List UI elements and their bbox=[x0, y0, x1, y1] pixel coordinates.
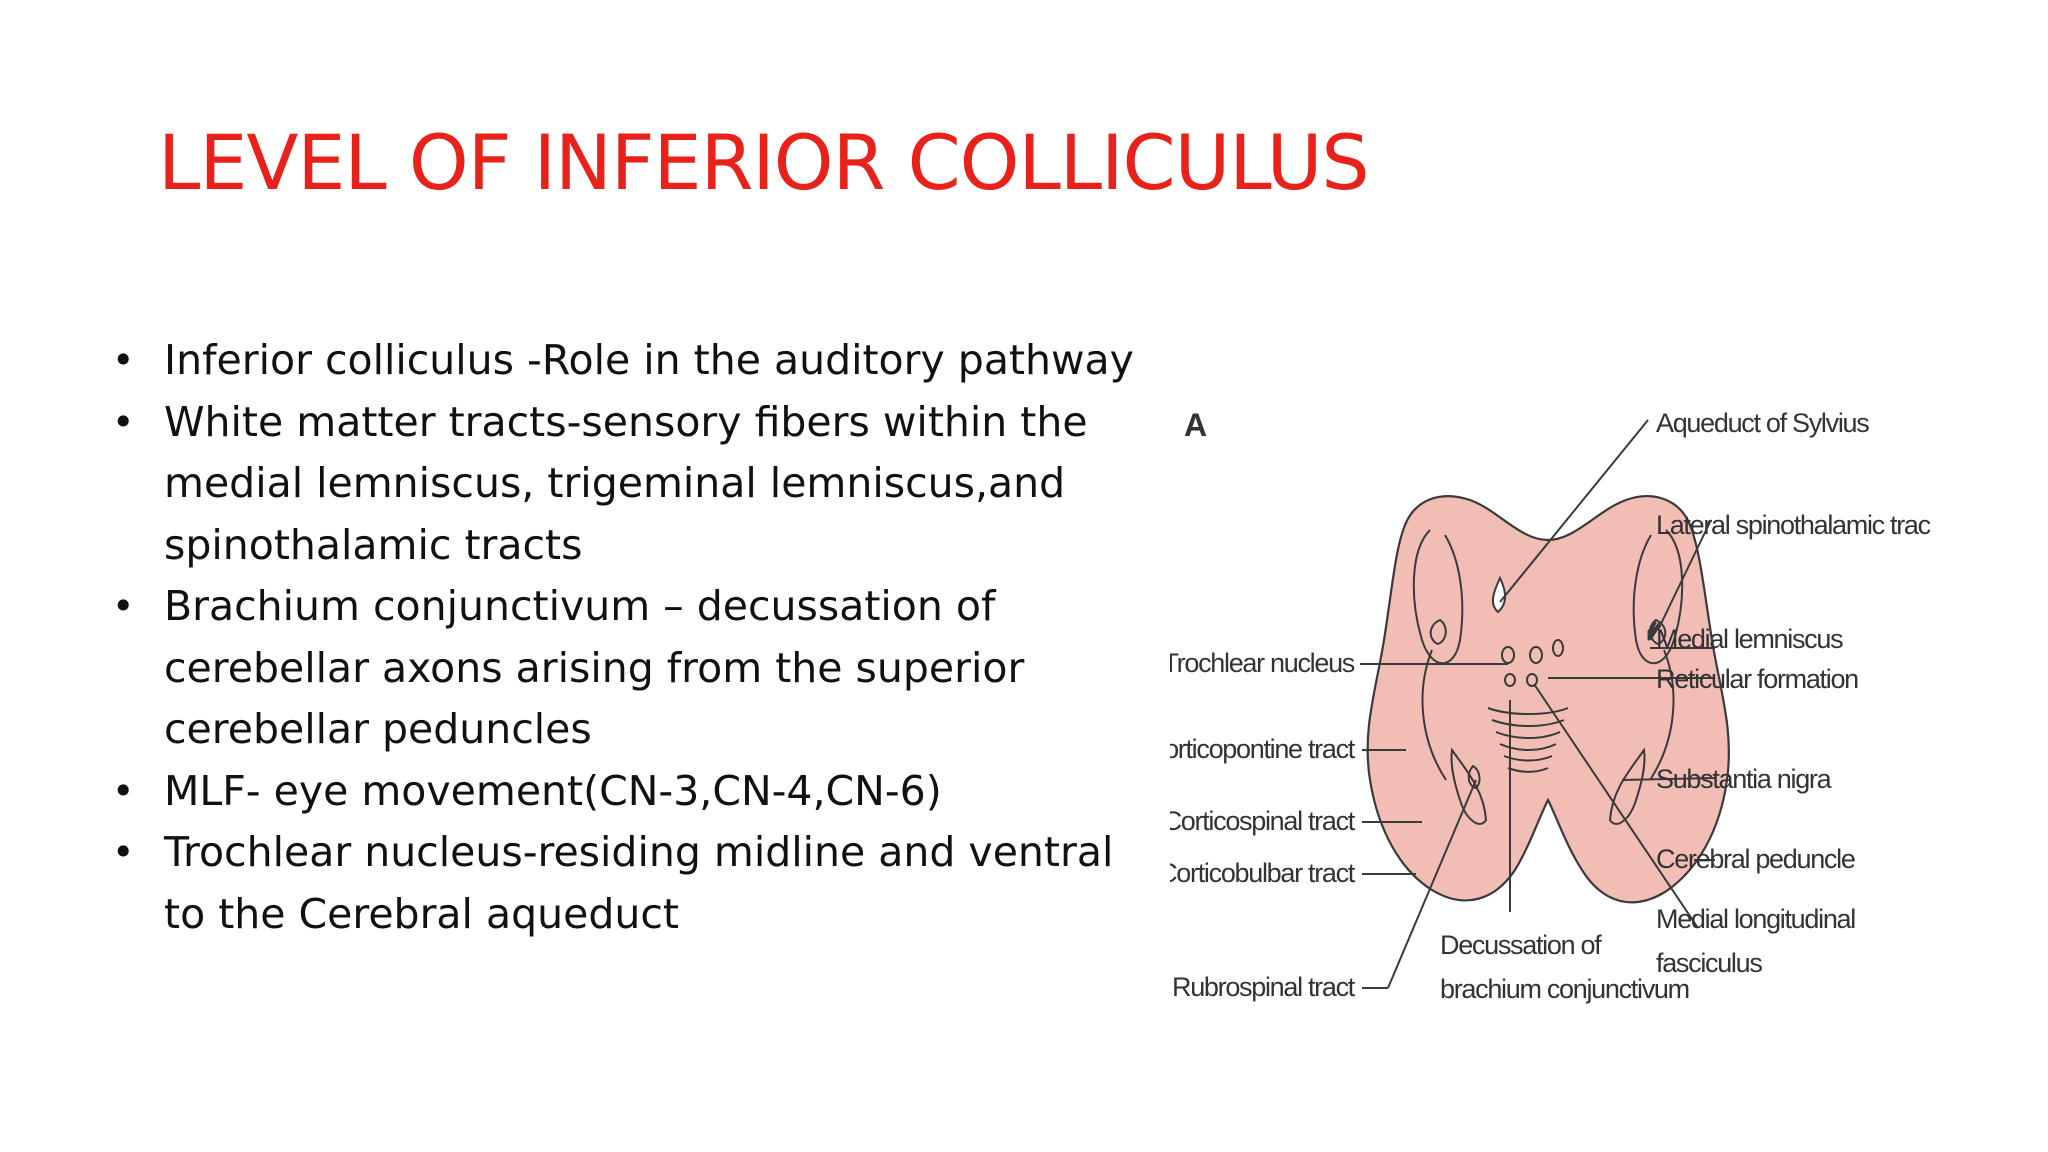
label-trochlear-nucleus: Trochlear nucleus bbox=[1170, 648, 1355, 678]
right-colliculus bbox=[1632, 529, 1684, 665]
bullet-text: White matter tracts-sensory fibers withi… bbox=[164, 397, 1088, 569]
bullet-marker: • bbox=[112, 768, 135, 813]
bullet-text: MLF- eye movement(CN-3,CN-4,CN-6) bbox=[164, 766, 942, 815]
bullet-item: • Brachium conjunctivum – decussation of … bbox=[110, 576, 1150, 761]
label-medial-lemniscus: Medial lemniscus bbox=[1656, 624, 1843, 654]
leader-lines bbox=[1360, 419, 1716, 989]
bullet-marker: • bbox=[112, 584, 135, 628]
label-lateral-spinothalamic: Lateral spinothalamic tract bbox=[1656, 510, 1930, 540]
left-substantia-nigra bbox=[1450, 747, 1488, 825]
label-corticobulbar: Corticobulbar tract bbox=[1170, 858, 1356, 888]
bullet-text: Trochlear nucleus-residing midline and v… bbox=[164, 828, 1114, 938]
right-substantia-nigra bbox=[1608, 747, 1646, 825]
mlf-right bbox=[1526, 673, 1538, 687]
aqueduct bbox=[1492, 575, 1506, 614]
label-cerebral-peduncle: Cerebral peduncle bbox=[1656, 844, 1855, 874]
rubrospinal-loop bbox=[1467, 764, 1481, 790]
bullet-marker: • bbox=[112, 399, 135, 444]
bullet-list: • Inferior colliculus -Role in the audito… bbox=[110, 330, 1150, 945]
label-reticular-formation: Reticular formation bbox=[1656, 664, 1858, 694]
bullet-item: • Trochlear nucleus-residing midline and … bbox=[110, 822, 1150, 945]
bullet-marker: • bbox=[112, 830, 135, 874]
label-mlf-line2: fasciculus bbox=[1656, 948, 1762, 978]
bullet-item: • MLF- eye movement(CN-3,CN-4,CN-6) bbox=[110, 761, 1150, 823]
label-aqueduct: Aqueduct of Sylvius bbox=[1656, 408, 1869, 438]
decussation-stripes bbox=[1487, 707, 1569, 773]
label-mlf-line1: Medial longitudinal bbox=[1656, 904, 1855, 934]
label-decussation-line2: brachium conjunctivum bbox=[1440, 974, 1689, 1004]
bullet-item: • Inferior colliculus -Role in the audito… bbox=[110, 330, 1150, 392]
slide-title: LEVEL OF INFERIOR COLLICULUS bbox=[158, 118, 1370, 207]
midbrain-cross-section: A bbox=[1170, 407, 1930, 1004]
label-decussation-line1: Decussation of bbox=[1440, 930, 1602, 960]
bullet-text: Brachium conjunctivum – decussation of c… bbox=[164, 582, 1025, 753]
mlf-left bbox=[1504, 673, 1516, 687]
label-corticospinal: Corticospinal tract bbox=[1170, 806, 1356, 836]
label-substantia-nigra: Substantia nigra bbox=[1656, 764, 1833, 794]
midbrain-outline bbox=[1366, 495, 1730, 904]
medial-lemniscus-dot bbox=[1552, 639, 1564, 657]
trochlear-nucleus-right bbox=[1529, 646, 1543, 664]
bullet-marker: • bbox=[112, 338, 135, 382]
right-inner-arc bbox=[1649, 649, 1675, 781]
left-lateral-loop bbox=[1429, 618, 1447, 646]
bullet-item: • White matter tracts-sensory fibers with… bbox=[110, 392, 1150, 577]
bullet-text: Inferior colliculus -Role in the auditor… bbox=[164, 336, 1134, 384]
panel-letter: A bbox=[1184, 407, 1207, 443]
label-rubrospinal: Rubrospinal tract bbox=[1172, 972, 1356, 1002]
midbrain-diagram: A bbox=[1170, 390, 1930, 1030]
label-corticopontine: Corticopontine tract bbox=[1170, 734, 1356, 764]
